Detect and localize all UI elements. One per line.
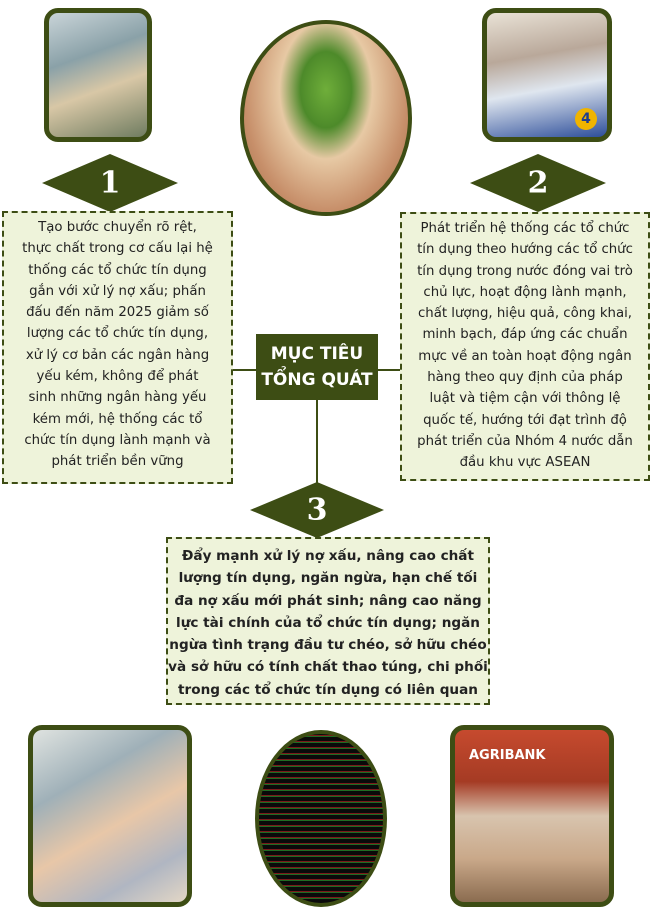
goal-3-text-box: Đẩy mạnh xử lý nợ xấu, nâng cao chất lượ… — [166, 537, 490, 705]
text-line: hàng theo quy định của pháp — [427, 370, 623, 386]
goal-3-badge: 3 — [250, 482, 384, 538]
counter-number: 4 — [575, 108, 597, 130]
goal-2-text-box: Phát triển hệ thống các tổ chức tín dụng… — [400, 212, 650, 481]
text-line: gắn với xử lý nợ xấu; phấn — [29, 283, 206, 299]
text-line: kém mới, hệ thống các tổ — [32, 411, 203, 427]
text-line: tín dụng theo hướng các tổ chức — [417, 242, 633, 258]
text-line: Đẩy mạnh xử lý nợ xấu, nâng cao chất — [182, 548, 474, 564]
text-line: trong các tổ chức tín dụng có liên quan — [178, 681, 478, 698]
stock-board-photo — [255, 730, 387, 907]
text-line: phát triển của Nhóm 4 nước dẫn — [417, 433, 633, 449]
text-line: lực tài chính của tổ chức tín dụng; ngăn — [176, 614, 480, 631]
text-line: yếu kém, không để phát — [36, 369, 199, 385]
connector-right — [378, 369, 400, 371]
text-line: thực chất trong cơ cấu lại hệ — [22, 241, 213, 257]
center-title-line-1: MỤC TIÊU — [270, 344, 364, 364]
text-line: mực về an toàn hoạt động ngân — [418, 348, 632, 364]
text-line: ngừa tình trạng đầu tư chéo, sở hữu chéo — [169, 637, 487, 654]
text-line: lượng tín dụng, ngăn ngừa, hạn chế tối — [178, 570, 478, 587]
text-line: chủ lực, hoạt động lành mạnh, — [423, 284, 627, 300]
text-line: lượng các tổ chức tín dụng, — [26, 326, 209, 342]
agribank-sign: AGRIBANK — [469, 748, 546, 763]
text-line: tín dụng trong nước đóng vai trò — [417, 263, 633, 279]
agribank-branch-photo: AGRIBANK — [450, 725, 614, 907]
text-line: luật và tiệm cận với thông lệ — [429, 391, 621, 407]
connector-down — [316, 400, 318, 486]
text-line: sinh những ngân hàng yếu — [28, 390, 207, 406]
text-line: minh bạch, đáp ứng các chuẩn — [422, 327, 628, 343]
text-line: đấu đến năm 2025 giảm số — [26, 305, 209, 321]
text-line: Tạo bước chuyển rõ rệt, — [38, 220, 197, 235]
goal-2-number: 2 — [527, 165, 549, 201]
goal-1-badge: 1 — [42, 154, 178, 212]
text-line: xử lý cơ bản các ngân hàng — [25, 347, 210, 363]
text-line: chất lượng, hiệu quả, công khai, — [417, 306, 633, 322]
plant-coins-photo — [240, 20, 412, 216]
goal-2-badge: 2 — [470, 154, 606, 212]
text-line: thống các tổ chức tín dụng — [28, 262, 207, 278]
bank-counter-photo: 4 — [482, 8, 612, 142]
text-line: phát triển bền vững — [51, 454, 184, 470]
text-line: quốc tế, hướng tới đạt trình độ — [423, 412, 627, 428]
bank-transaction-photo — [28, 725, 192, 907]
goal-1-number: 1 — [99, 165, 121, 201]
bank-staff-photo — [44, 8, 152, 142]
connector-left — [232, 369, 256, 371]
text-line: đa nợ xấu mới phát sinh; nâng cao năng — [174, 592, 482, 609]
goal-3-number: 3 — [306, 492, 328, 528]
center-title: MỤC TIÊU TỔNG QUÁT — [256, 334, 378, 400]
text-line: chức tín dụng lành mạnh và — [24, 432, 211, 448]
text-line: đầu khu vực ASEAN — [459, 455, 591, 471]
center-title-line-2: TỔNG QUÁT — [261, 370, 373, 390]
text-line: Phát triển hệ thống các tổ chức — [420, 221, 630, 236]
text-line: và sở hữu có tính chất thao túng, chi ph… — [168, 659, 488, 676]
goal-1-text-box: Tạo bước chuyển rõ rệt, thực chất trong … — [2, 211, 233, 484]
